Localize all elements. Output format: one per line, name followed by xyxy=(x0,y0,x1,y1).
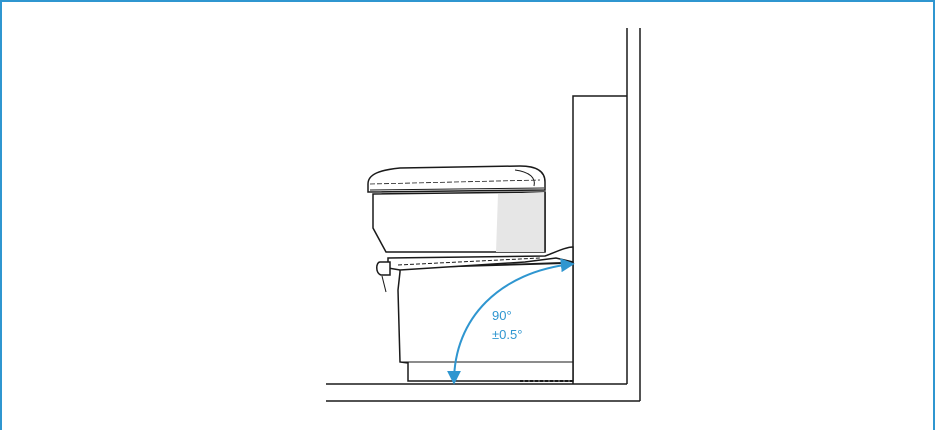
angle-value-label: 90° xyxy=(492,308,512,323)
installation-panel xyxy=(572,95,627,384)
angle-tolerance-label: ±0.5° xyxy=(492,327,522,342)
floor xyxy=(326,383,640,402)
angle-indicator xyxy=(447,258,575,385)
hinge-icon xyxy=(376,261,391,276)
toilet-base xyxy=(397,261,574,382)
toilet-lid xyxy=(367,165,546,253)
wall xyxy=(626,28,641,401)
